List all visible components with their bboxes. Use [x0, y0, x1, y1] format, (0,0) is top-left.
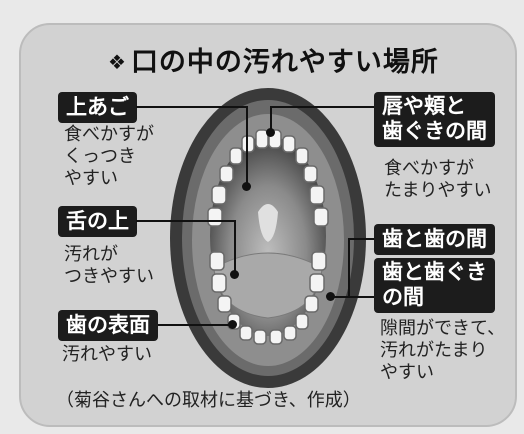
- desc-tongue: 汚れが つきやすい: [64, 244, 154, 287]
- pointer-dot-tongue: [230, 270, 239, 279]
- desc-teeth-gums: 隙間ができて、 汚れがたまり やすい: [380, 318, 506, 383]
- label-teeth-gums: 歯と歯ぐき の間: [374, 258, 495, 313]
- leader-line-between-teeth: [348, 238, 374, 240]
- desc-upper-palate: 食べかすが くっつき やすい: [64, 124, 154, 189]
- label-tongue: 舌の上: [58, 206, 137, 237]
- label-upper-palate: 上あご: [58, 92, 137, 123]
- pointer-dot-teeth-gums: [326, 292, 335, 301]
- pointer-dot-upper-palate: [242, 182, 251, 191]
- desc-tooth-surface: 汚れやすい: [62, 344, 152, 365]
- leader-line-upper-palate: [136, 106, 248, 108]
- desc-lips-cheeks: 食べかすが たまりやすい: [384, 158, 492, 201]
- leader-line-upper-palate-vertical: [246, 106, 248, 186]
- label-tooth-surface: 歯の表面: [58, 310, 158, 341]
- pointer-dot-tooth-surface: [228, 320, 237, 329]
- leader-line-tooth-surface: [158, 324, 230, 326]
- source-note: （菊谷さんへの取材に基づき、作成）: [56, 390, 361, 411]
- pointer-dot-lips-cheeks: [266, 128, 275, 137]
- diagram-title: ❖口の中の汚れやすい場所: [108, 47, 439, 78]
- leader-line-lips-cheeks-vertical: [270, 106, 272, 132]
- label-lips-cheeks: 唇や頬と 歯ぐきの間: [374, 92, 495, 147]
- label-between-teeth: 歯と歯の間: [374, 224, 495, 255]
- leader-line-tongue: [136, 220, 236, 222]
- leader-line-tongue-vertical: [234, 220, 236, 274]
- leader-line-between-teeth-vertical: [348, 238, 350, 296]
- leader-line-teeth-gums: [330, 296, 374, 298]
- uvula: [258, 204, 278, 242]
- leader-line-lips-cheeks: [270, 106, 374, 108]
- diamond-icon: ❖: [108, 50, 127, 74]
